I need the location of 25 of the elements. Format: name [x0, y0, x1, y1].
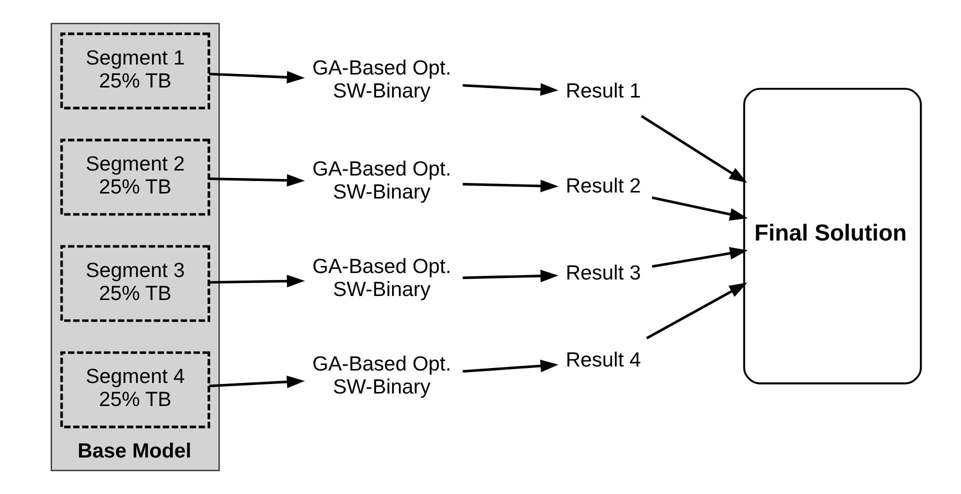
node-text: Result 4 — [565, 348, 640, 372]
arrow — [208, 174, 304, 187]
arrow — [208, 274, 304, 288]
arrow — [646, 282, 747, 340]
node-text: GA-Based Opt. SW-Binary — [312, 352, 451, 398]
node-box: Segment 1 25% TB — [60, 32, 210, 110]
node-text: Result 2 — [565, 174, 640, 198]
node-text: Result 3 — [565, 261, 640, 284]
arrow — [462, 180, 558, 192]
node-text: Result 1 — [565, 80, 640, 103]
node-text: GA-Based Opt. SW-Binary — [312, 254, 451, 302]
node-text: GA-Based Opt. SW-Binary — [312, 158, 451, 204]
node-text: GA-Based Opt. SW-Binary — [312, 56, 451, 103]
node-box: Segment 4 25% TB — [60, 351, 210, 428]
arrow — [208, 376, 304, 388]
arrow — [640, 114, 747, 183]
arrow — [208, 70, 304, 84]
node-box: Segment 3 25% TB — [60, 245, 210, 322]
arrow — [462, 270, 558, 282]
arrow — [651, 196, 748, 221]
arrow — [651, 247, 748, 268]
arrow — [462, 83, 558, 96]
node-box: Segment 2 25% TB — [60, 138, 210, 216]
arrow — [462, 360, 558, 373]
node-box: Final Solution — [742, 88, 922, 384]
